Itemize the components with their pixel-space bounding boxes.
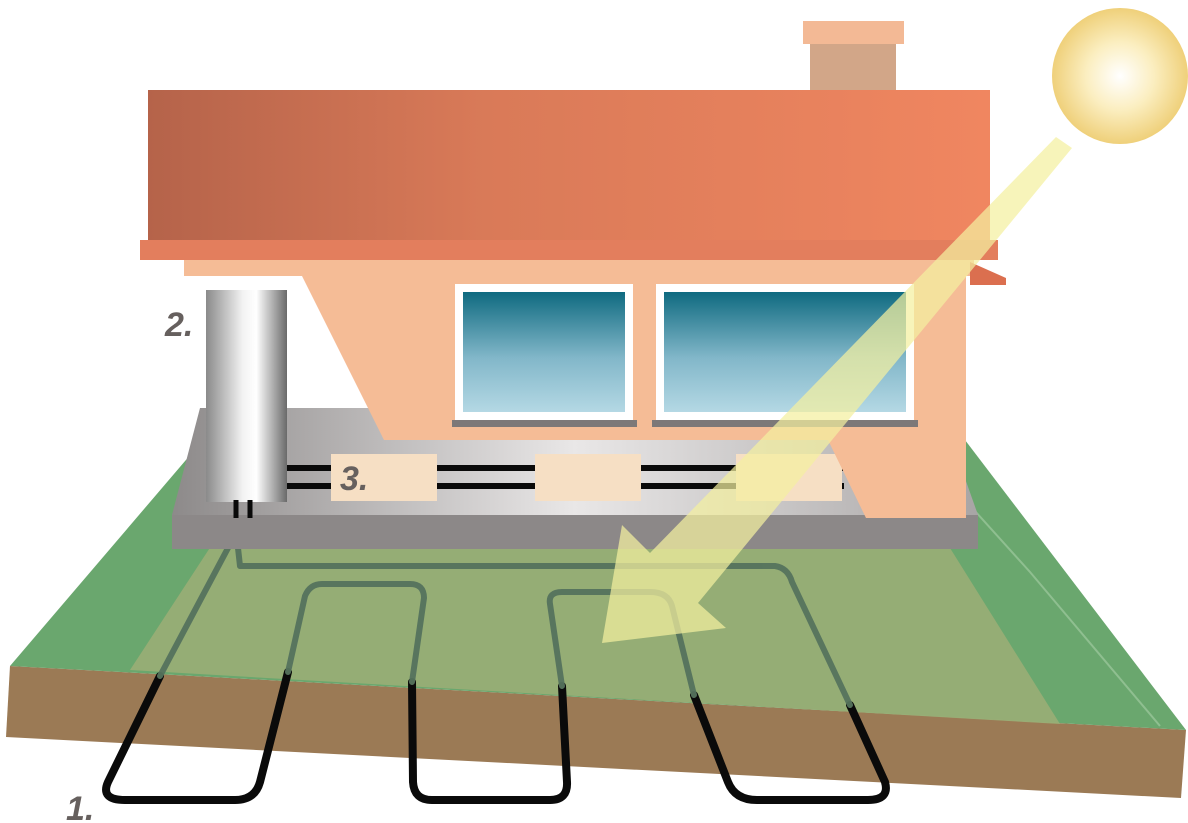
window-sill [452,420,637,427]
label-ground-loop: 1. [66,790,94,823]
roof [140,21,998,260]
heat-pump-tank [206,290,287,518]
radiator-panel [535,454,641,501]
sun-icon [1052,8,1188,144]
chimney-cap [803,21,904,44]
roof-eave [140,240,998,260]
label-radiators: 3. [340,460,368,498]
label-heat-pump: 2. [164,306,193,344]
